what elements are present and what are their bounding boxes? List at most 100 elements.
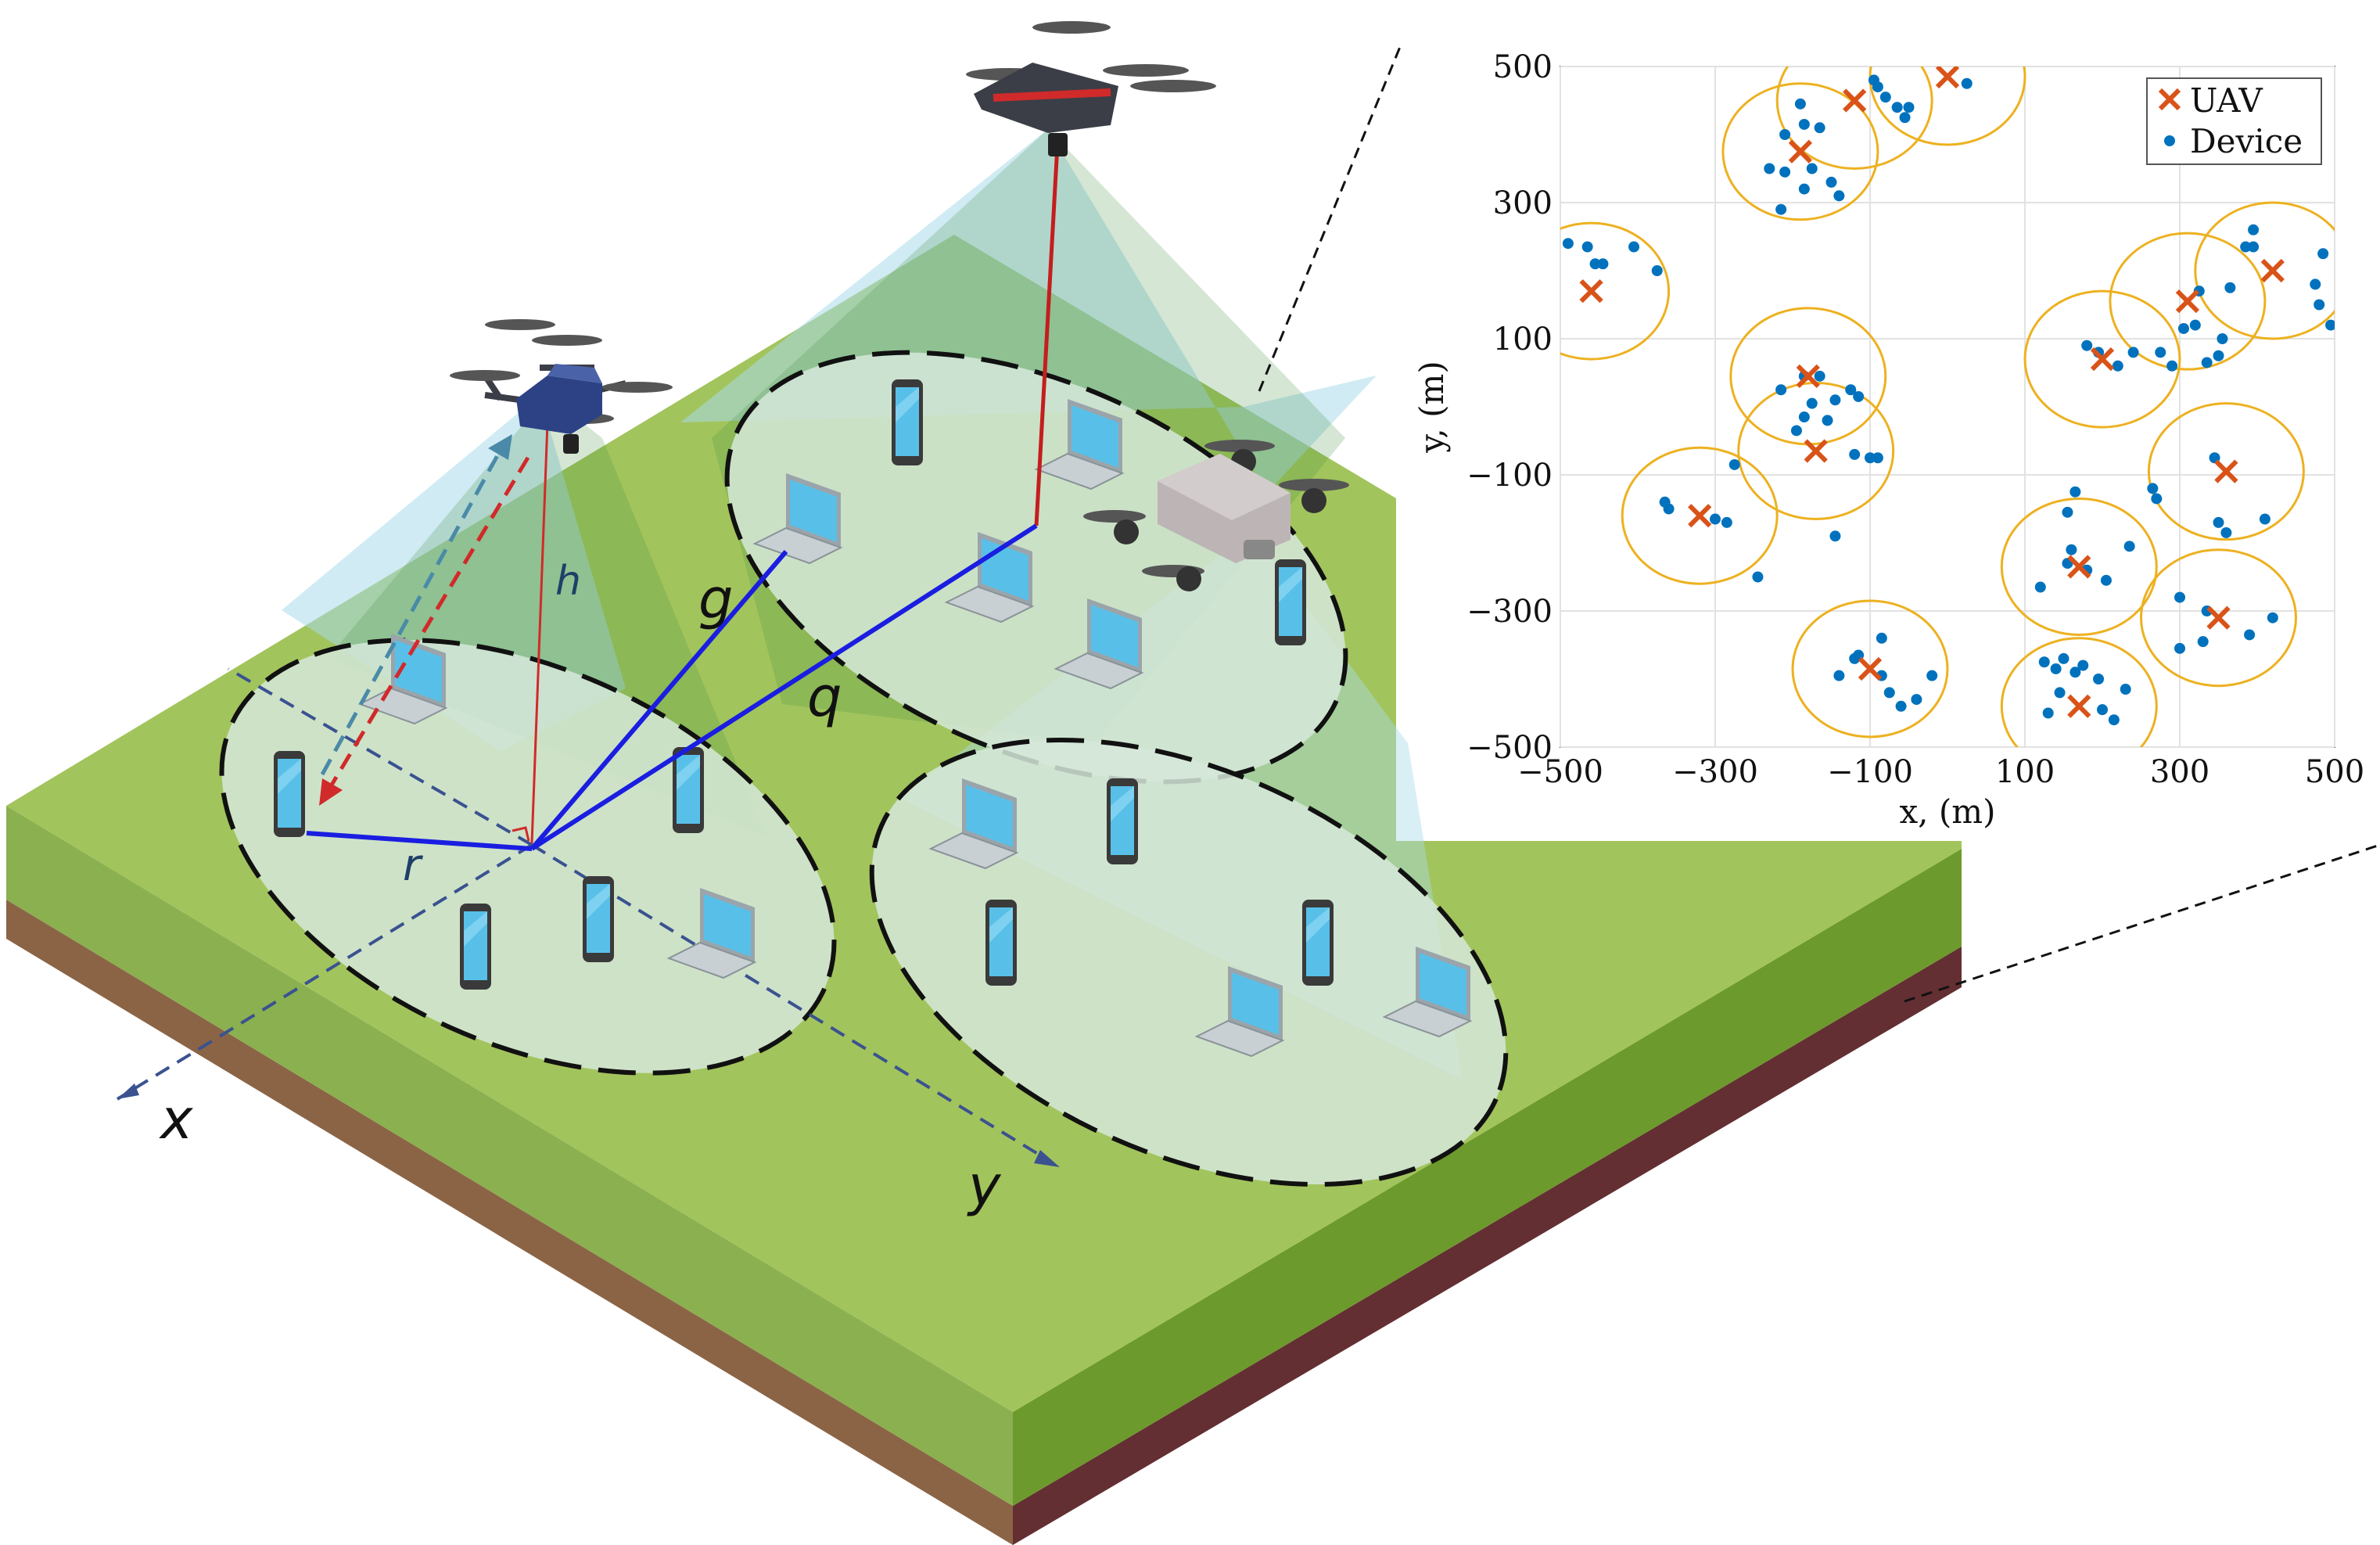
uav-marker xyxy=(1843,88,1867,113)
device-point xyxy=(1628,241,1640,253)
zoom-guides xyxy=(1258,46,2380,1003)
uav-navy xyxy=(450,319,673,454)
device-point xyxy=(1775,203,1787,215)
device-point xyxy=(2050,663,2062,674)
legend: UAV Device xyxy=(2146,77,2322,165)
link-q xyxy=(530,523,1038,851)
grass-side-right xyxy=(1013,849,1962,1506)
device-point xyxy=(1853,390,1865,402)
device-point xyxy=(2097,704,2108,716)
device-point xyxy=(1775,384,1787,396)
legend-uav-label: UAV xyxy=(2190,81,2263,120)
cluster-right xyxy=(869,737,1509,1187)
device-point xyxy=(1794,98,1806,110)
coverage-circle xyxy=(2109,232,2267,371)
device-point xyxy=(1865,452,1876,464)
device-point xyxy=(1597,258,1609,270)
device-point xyxy=(1961,77,1973,89)
height-line-h xyxy=(530,422,549,844)
label-q: q xyxy=(807,665,842,729)
device-point xyxy=(2213,516,2224,528)
device-point xyxy=(1845,384,1857,396)
y-tick-label: 100 xyxy=(1493,322,1553,358)
device-point xyxy=(2123,541,2135,552)
device-point xyxy=(1806,397,1818,409)
x-axis-arrowhead xyxy=(117,1083,139,1099)
uav-marker xyxy=(2214,459,2238,483)
device-point xyxy=(1895,700,1907,712)
uav-marker xyxy=(1788,139,1813,163)
uav-marker xyxy=(2067,555,2091,579)
device-point xyxy=(1872,452,1883,464)
downlink-arrow xyxy=(326,456,530,792)
device-point xyxy=(2066,544,2077,555)
device-point xyxy=(2248,241,2260,253)
label-y-axis: y xyxy=(967,1154,1002,1218)
device-point xyxy=(1562,238,1574,250)
device-point xyxy=(1651,265,1663,276)
device-point xyxy=(2310,278,2321,290)
uav-marker xyxy=(2090,347,2115,372)
device-point xyxy=(1879,92,1891,103)
uav-marker xyxy=(2206,605,2231,630)
y-tick-label: −100 xyxy=(1466,458,1553,494)
device-point xyxy=(1798,118,1810,130)
device-point xyxy=(1883,687,1895,699)
device-point xyxy=(1891,102,1903,113)
y-axis-label: y, (m) xyxy=(1413,361,1451,453)
device-point xyxy=(2093,674,2105,684)
y-axis-arrowhead xyxy=(1034,1150,1060,1167)
device-point xyxy=(2042,707,2054,719)
phone-device xyxy=(892,379,923,465)
cluster-top xyxy=(724,350,1348,785)
top-uav-drop-line xyxy=(1034,144,1060,526)
device-point xyxy=(1829,394,1841,406)
device-point xyxy=(2054,687,2066,699)
uav-marker xyxy=(1935,66,1960,89)
uav-marker xyxy=(1688,504,1712,528)
device-point xyxy=(2120,684,2131,695)
device-point xyxy=(1872,81,1883,93)
device-point xyxy=(1814,370,1825,382)
x-tick-label: 500 xyxy=(2305,754,2364,790)
coverage-circle xyxy=(2023,289,2181,429)
coverage-circle xyxy=(2140,548,2297,688)
uav-white xyxy=(1083,440,1349,591)
uplink-arrow xyxy=(320,448,503,776)
device-point xyxy=(2062,506,2073,518)
uav-dark-top xyxy=(966,21,1216,156)
coverage-circle xyxy=(2147,402,2305,541)
x-tick-label: −300 xyxy=(1672,754,1758,790)
phone-device xyxy=(1275,559,1306,645)
phone-device xyxy=(583,876,614,962)
variable-labels: h g q r x y xyxy=(159,558,1002,1218)
device-point xyxy=(2108,714,2120,726)
device-point xyxy=(2213,350,2224,361)
device-point xyxy=(2224,282,2236,293)
device-point xyxy=(2155,347,2166,358)
device-point xyxy=(1798,183,1810,195)
device-point xyxy=(1876,632,1887,644)
device-point xyxy=(1589,258,1601,270)
device-point xyxy=(1710,513,1721,525)
device-point xyxy=(2177,322,2189,334)
device-point xyxy=(1806,163,1818,174)
uav-marker xyxy=(2260,258,2285,283)
phone-device xyxy=(460,904,491,990)
right-angle-mark xyxy=(512,826,530,842)
uav-marker xyxy=(2067,694,2091,718)
device-point xyxy=(1833,670,1845,681)
device-point xyxy=(2259,513,2271,525)
device-point xyxy=(1779,166,1791,178)
device-point xyxy=(1790,425,1802,437)
coverage-circle xyxy=(1775,66,1933,170)
coverage-circle xyxy=(2000,497,2158,636)
legend-device-marker xyxy=(2164,135,2175,146)
coverage-circle xyxy=(1621,446,1779,585)
device-point xyxy=(2189,319,2201,331)
device-point xyxy=(2166,360,2178,372)
coverage-circle xyxy=(2000,637,2158,747)
coordinate-axes xyxy=(116,667,1050,1162)
y-tick-label: −300 xyxy=(1466,594,1553,630)
